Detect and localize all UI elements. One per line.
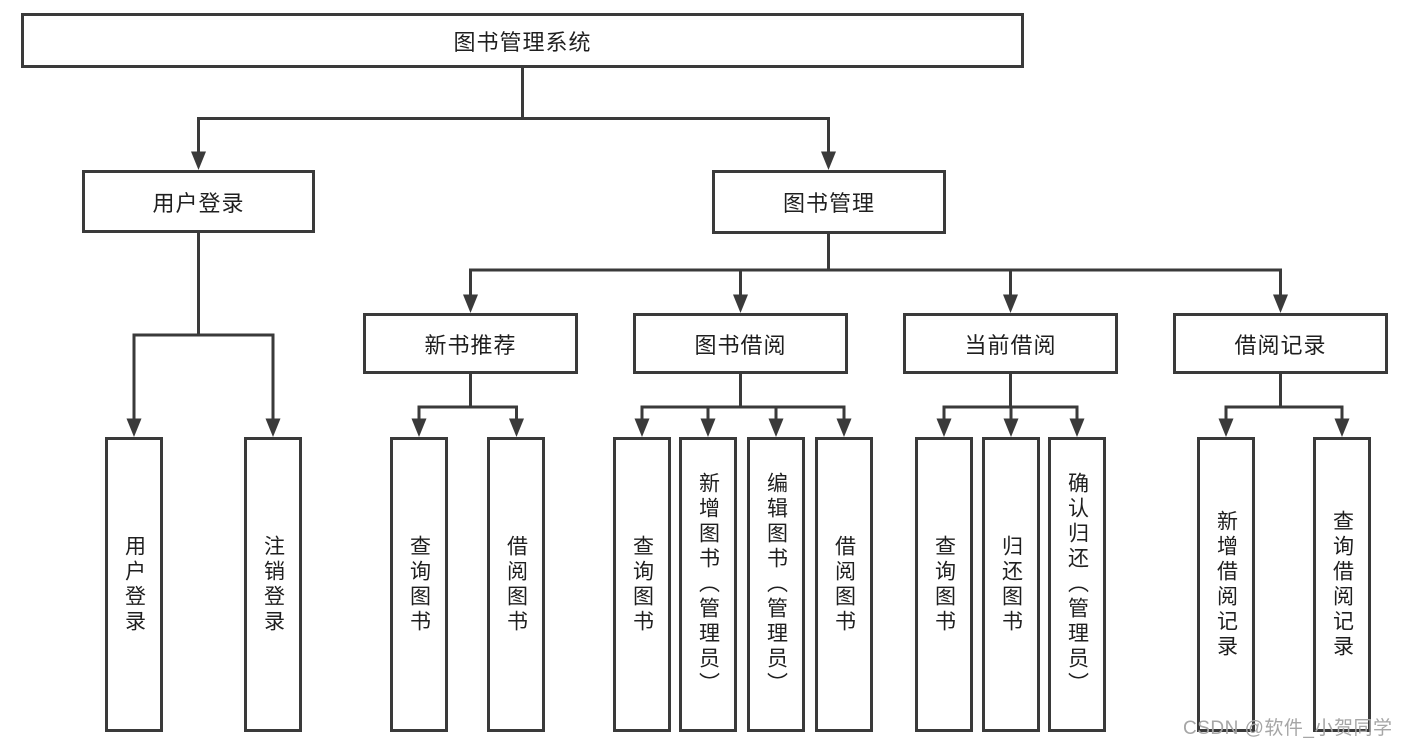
node-current-borrowing: 当前借阅	[903, 313, 1118, 374]
node-book-management: 图书管理	[712, 170, 946, 234]
leaf-borrow-books-1: 借阅图书	[487, 437, 545, 732]
leaf-edit-books-admin: 编辑图书（管理员）	[747, 437, 805, 732]
node-book-borrowing: 图书借阅	[633, 313, 848, 374]
leaf-query-books-3: 查询图书	[915, 437, 973, 732]
leaf-query-books-2: 查询图书	[613, 437, 671, 732]
leaf-add-borrow-record: 新增借阅记录	[1197, 437, 1255, 732]
node-user-login: 用户登录	[82, 170, 315, 233]
leaf-borrow-books-2: 借阅图书	[815, 437, 873, 732]
leaf-query-books-1: 查询图书	[390, 437, 448, 732]
node-library-management-system: 图书管理系统	[21, 13, 1024, 68]
node-borrowing-records: 借阅记录	[1173, 313, 1388, 374]
node-new-book-recommendation: 新书推荐	[363, 313, 578, 374]
leaf-logout: 注销登录	[244, 437, 302, 732]
leaf-add-books-admin: 新增图书（管理员）	[679, 437, 737, 732]
leaf-confirm-return-admin: 确认归还（管理员）	[1048, 437, 1106, 732]
csdn-watermark: CSDN @软件_小贺同学	[1183, 718, 1393, 739]
leaf-query-borrow-record: 查询借阅记录	[1313, 437, 1371, 732]
leaf-return-books: 归还图书	[982, 437, 1040, 732]
leaf-user-login: 用户登录	[105, 437, 163, 732]
